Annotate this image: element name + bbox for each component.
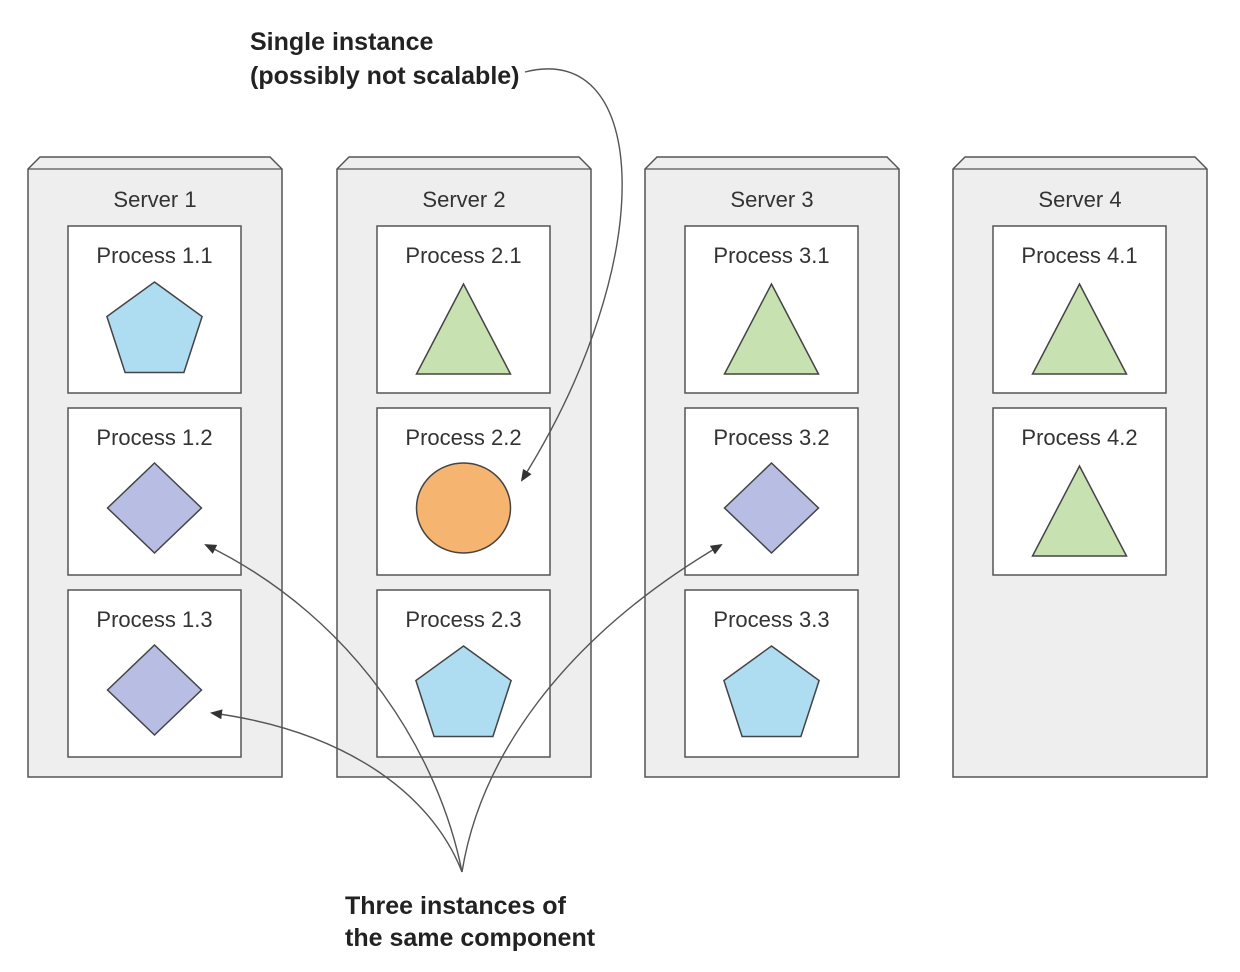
process-box: Process 2.3 (376, 589, 551, 758)
process-label: Process 2.2 (405, 425, 521, 450)
arrow-to-process-1-2 (204, 544, 463, 873)
single-instance-annotation: Single instance (possibly not scalable) (250, 28, 520, 90)
pentagon-icon (106, 281, 203, 374)
process-box: Process 2.2 (376, 407, 551, 576)
connectors-layer (204, 68, 723, 873)
triangle-icon (1031, 282, 1128, 375)
arrow-to-process-1-3 (210, 709, 463, 873)
process-label: Process 3.1 (713, 243, 829, 268)
process-label: Process 2.3 (405, 607, 521, 632)
process-box: Process 3.1 (684, 225, 859, 394)
process-box: Process 1.3 (67, 589, 242, 758)
process-label: Process 4.2 (1021, 425, 1137, 450)
process-box: Process 4.1 (992, 225, 1167, 394)
process-box: Process 3.2 (684, 407, 859, 576)
pentagon-icon (723, 645, 820, 738)
server-label: Server 2 (422, 187, 505, 212)
process-box: Process 1.1 (67, 225, 242, 394)
triangle-icon (723, 282, 820, 375)
process-box: Process 3.3 (684, 589, 859, 758)
triangle-icon (1031, 464, 1128, 557)
server-label: Server 3 (730, 187, 813, 212)
process-label: Process 1.3 (96, 607, 212, 632)
process-box: Process 4.2 (992, 407, 1167, 576)
process-label: Process 1.1 (96, 243, 212, 268)
process-box: Process 2.1 (376, 225, 551, 394)
diamond-icon (723, 461, 820, 555)
single-instance-line-2: (possibly not scalable) (250, 62, 520, 90)
process-label: Process 3.2 (713, 425, 829, 450)
server-label: Server 1 (113, 187, 196, 212)
triangle-icon (415, 282, 512, 375)
three-instances-line-2: the same component (345, 924, 596, 952)
process-label: Process 3.3 (713, 607, 829, 632)
arrow-to-process-3-2 (461, 543, 723, 873)
process-label: Process 4.1 (1021, 243, 1137, 268)
circle-icon (415, 462, 512, 554)
three-instances-line-1: Three instances of (345, 892, 567, 920)
diamond-icon (106, 461, 203, 555)
process-label: Process 2.1 (405, 243, 521, 268)
server-label: Server 4 (1038, 187, 1121, 212)
single-instance-arrow (520, 68, 623, 482)
single-instance-line-1: Single instance (250, 28, 433, 56)
pentagon-icon (415, 645, 512, 738)
diamond-icon (106, 643, 203, 737)
three-instances-annotation: Three instances of the same component (345, 892, 596, 952)
process-label: Process 1.2 (96, 425, 212, 450)
